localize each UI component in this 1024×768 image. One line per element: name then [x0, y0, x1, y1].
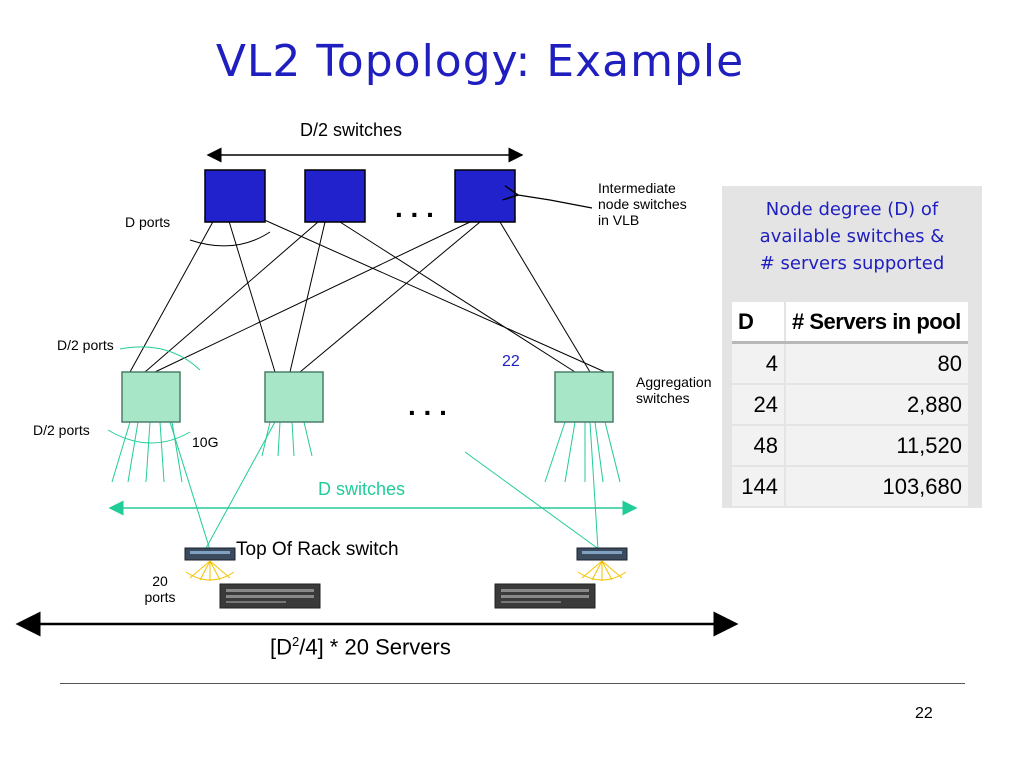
- table-header-row: D # Servers in pool: [732, 302, 968, 344]
- core-links: [129, 217, 606, 373]
- servers-count-label: [D2/4] * 20 Servers: [270, 634, 451, 660]
- table-row: 24 2,880: [732, 384, 968, 426]
- tor-fanout-right: [577, 560, 627, 581]
- servers-table: D # Servers in pool 4 80 24 2,880 48 11,…: [732, 302, 968, 508]
- table-row: 48 11,520: [732, 425, 968, 467]
- footer-rule: [60, 683, 965, 684]
- slide-title: VL2 Topology: Example: [215, 36, 745, 87]
- intermediate-span-label: D/2 switches: [300, 120, 403, 140]
- aggregation-label: Aggregation switches: [636, 374, 712, 406]
- tor-ports-label: 20 ports: [144, 573, 176, 605]
- cell-servers: 103,680: [785, 466, 968, 508]
- intermediate-callout: Intermediate node switches in VLB: [598, 180, 687, 228]
- intermediate-callout-arrow: [518, 195, 593, 209]
- aggregation-switch-2: [264, 371, 324, 423]
- tor-label: Top Of Rack switch: [236, 539, 399, 560]
- tor-switch-right: [576, 547, 628, 561]
- d2-ports-lower-label: D/2 ports: [33, 422, 90, 438]
- cell-d: 4: [732, 342, 786, 385]
- server-right: [494, 583, 596, 609]
- intermediate-switch-3: [454, 169, 516, 223]
- cell-d: 144: [732, 466, 786, 508]
- header-d: D: [732, 302, 786, 344]
- panel-caption: Node degree (D) of available switches & …: [759, 199, 945, 274]
- d-ports-arc: [189, 231, 271, 247]
- cell-servers: 2,880: [785, 384, 968, 426]
- table-row: 144 103,680: [732, 466, 968, 508]
- server-left: [219, 583, 321, 609]
- port-number-label: 22: [502, 353, 520, 370]
- table-row: 4 80: [732, 342, 968, 385]
- intermediate-switch-1: [204, 169, 266, 223]
- intermediate-dots: . . .: [395, 192, 434, 223]
- cell-d: 48: [732, 425, 786, 467]
- cell-servers: 80: [785, 342, 968, 385]
- aggregation-dots: . . .: [408, 390, 447, 421]
- tor-fanout-left: [185, 560, 235, 581]
- link-speed-label: 10G: [192, 434, 219, 450]
- tor-switch-left: [184, 547, 236, 561]
- header-servers: # Servers in pool: [785, 302, 968, 344]
- aggregation-switch-1: [121, 371, 181, 423]
- cell-servers: 11,520: [785, 425, 968, 467]
- d2-ports-upper-arc: [119, 346, 201, 371]
- cell-d: 24: [732, 384, 786, 426]
- aggregation-switch-3: [554, 371, 614, 423]
- info-panel: Node degree (D) of available switches & …: [722, 186, 982, 508]
- page-number: 22: [915, 705, 933, 722]
- aggregation-count-label: D switches: [318, 479, 406, 499]
- intermediate-switch-2: [304, 169, 366, 223]
- d-ports-label: D ports: [125, 214, 171, 230]
- d2-ports-upper-label: D/2 ports: [57, 337, 114, 353]
- d2-ports-lower-arc: [107, 429, 191, 444]
